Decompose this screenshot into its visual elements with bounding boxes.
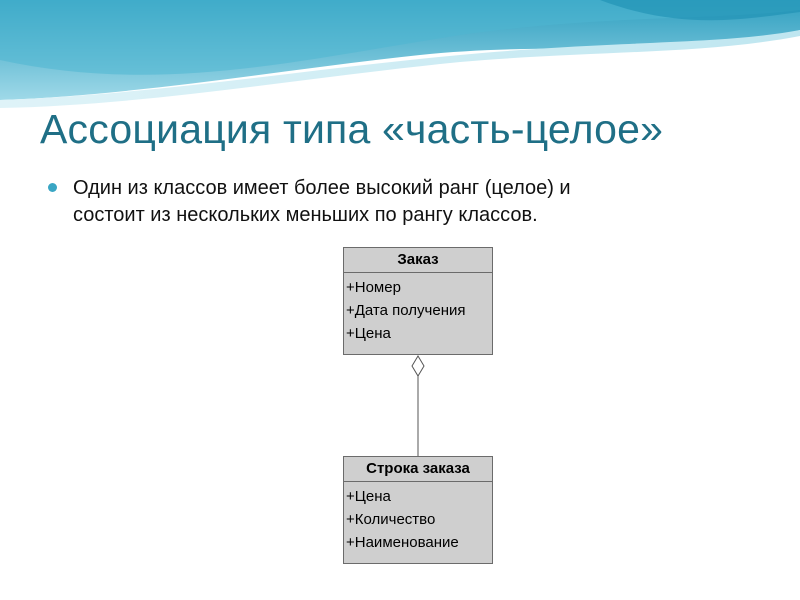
class-attribute: +Цена [346,325,391,342]
slide-title: Ассоциация типа «часть-целое» [40,106,664,152]
uml-class-part: Строка заказа +Цена +Количество +Наимено… [343,456,493,564]
class-name: Строка заказа [344,457,492,482]
class-attribute: +Наименование [346,534,459,551]
bullet-text: Один из классов имеет более высокий ранг… [73,177,571,226]
header-wave-decoration [0,0,800,108]
bullet-dot-icon [48,183,57,192]
class-name: Заказ [344,248,492,273]
class-attribute: +Цена [346,488,391,505]
class-attribute: +Дата получения [346,302,466,319]
uml-class-whole: Заказ +Номер +Дата получения +Цена [343,247,493,355]
class-attribute: +Количество [346,511,436,528]
bullet-point: Один из классов имеет более высокий ранг… [48,175,748,229]
class-attributes: +Номер +Дата получения +Цена [344,273,492,345]
class-attribute: +Номер [346,279,401,296]
class-attributes: +Цена +Количество +Наименование [344,482,492,554]
